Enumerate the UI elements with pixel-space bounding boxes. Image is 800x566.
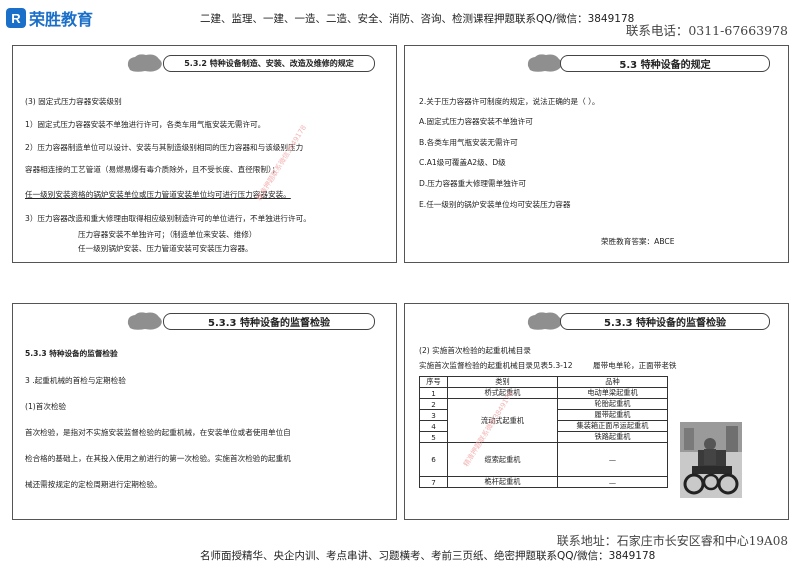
table-row: 7 桅杆起重机 — xyxy=(419,476,668,488)
table-cell: 5 xyxy=(419,431,448,443)
text-line: 压力容器安装不单独许可；（制造单位来安装、维修） xyxy=(78,230,257,239)
decor-blob-icon xyxy=(127,54,162,72)
table-header-cell: 品种 xyxy=(557,376,668,388)
answer-text: 荣胜教育答案：ABCE xyxy=(601,237,675,246)
crane-table: 序号 类别 品种 1 桥式起重机 电动单梁起重机 2 流动式起重机 轮胎起重机 … xyxy=(419,376,668,488)
slide-title: 5.3 特种设备的规定 xyxy=(560,55,770,72)
option-e: E.任一级别的锅炉安装单位均可安装压力容器 xyxy=(419,200,571,209)
tricycle-photo xyxy=(680,422,742,498)
option-c: C.A1级可覆盖A2级、D级 xyxy=(419,158,506,167)
table-row: 6 缆索起重机 — xyxy=(419,442,668,477)
header-banner: 二建、监理、一建、一造、二造、安全、消防、咨询、检测课程押题联系QQ/微信：38… xyxy=(200,13,635,25)
table-cell: 集装箱正面吊运起重机 xyxy=(557,420,668,432)
table-cell: 电动单梁起重机 xyxy=(557,387,668,399)
text-line-underlined: 任一级别安装资格的锅炉安装单位或压力管道安装单位均可进行压力容器安装。 xyxy=(25,190,291,199)
table-header-cell: 序号 xyxy=(419,376,448,388)
text-line: 任一级别锅炉安装、压力管道安装可安装压力容器。 xyxy=(78,244,253,253)
table-cell: 6 xyxy=(419,442,448,477)
table-cell: 1 xyxy=(419,387,448,399)
note-text: 履带电单轮，正面带老铁 xyxy=(593,361,677,370)
text-line: 2）压力容器制造单位可以设计、安装与其制造级别相同的压力容器和与该级别压力 xyxy=(25,143,304,152)
tricycle-illustration-icon xyxy=(680,422,742,498)
table-cell: 4 xyxy=(419,420,448,432)
header-phone: 联系电话：0311-67663978 xyxy=(625,23,788,38)
decor-blob-icon xyxy=(527,312,562,330)
logo-icon: R xyxy=(6,8,26,28)
slide-1: 5.3.2 特种设备制造、安装、改造及维修的规定 (3) 固定式压力容器安装级别… xyxy=(12,45,397,263)
text-line: 3 .起重机械的首检与定期检验 xyxy=(25,376,126,385)
table-cell: 3 xyxy=(419,409,448,421)
table-row: 1 桥式起重机 电动单梁起重机 xyxy=(419,387,668,399)
text-line: 3）压力容器改造和重大修理由取得相应级别制造许可的单位进行，不单独进行许可。 xyxy=(25,214,311,223)
slide-title-bar: 5.3.3 特种设备的监督检验 xyxy=(405,310,788,332)
slide-title-bar: 5.3.3 特种设备的监督检验 xyxy=(13,310,396,332)
slide-title: 5.3.3 特种设备的监督检验 xyxy=(163,313,375,330)
table-cell: 7 xyxy=(419,476,448,488)
table-cell: 2 xyxy=(419,398,448,410)
text-line: 械还需按规定的定检周期进行定期检验。 xyxy=(25,480,162,489)
slide-title-bar: 5.3.2 特种设备制造、安装、改造及维修的规定 xyxy=(13,52,396,74)
table-cell: 轮胎起重机 xyxy=(557,398,668,410)
table-cell: — xyxy=(557,476,668,488)
text-line: (1)首次检验 xyxy=(25,402,67,411)
option-a: A.固定式压力容器安装不单独许可 xyxy=(419,117,533,126)
logo-text: 荣胜教育 xyxy=(29,10,94,29)
table-cell: — xyxy=(557,442,668,477)
slide-2: 5.3 特种设备的规定 2.关于压力容器许可制度的规定，说法正确的是（ ）。 A… xyxy=(404,45,789,263)
table-cell: 履带起重机 xyxy=(557,409,668,421)
question-text: 2.关于压力容器许可制度的规定，说法正确的是（ ）。 xyxy=(419,97,600,106)
text-line: 检合格的基础上，在其投入使用之前进行的第一次检验。实施首次检验的起重机 xyxy=(25,454,291,463)
slide-title-bar: 5.3 特种设备的规定 xyxy=(405,52,788,74)
slide-3: 5.3.3 特种设备的监督检验 5.3.3 特种设备的监督检验 3 .起重机械的… xyxy=(12,303,397,520)
table-header-row: 序号 类别 品种 xyxy=(419,376,668,388)
table-cell: 铁路起重机 xyxy=(557,431,668,443)
text-line: 首次检验，是指对不实施安装监督检验的起重机械，在安装单位或者使用单位自 xyxy=(25,428,291,437)
footer-banner: 名师面授精华、央企内训、考点串讲、习题横考、考前三页纸、绝密押题联系QQ/微信：… xyxy=(200,550,656,562)
table-caption: 实施首次监督检验的起重机械目录见表5.3-12 xyxy=(419,361,573,370)
decor-blob-icon xyxy=(527,54,562,72)
decor-blob-icon xyxy=(127,312,162,330)
slide-title: 5.3.2 特种设备制造、安装、改造及维修的规定 xyxy=(163,55,375,72)
table-cell: 桅杆起重机 xyxy=(447,476,558,488)
text-line: (3) 固定式压力容器安装级别 xyxy=(25,97,122,106)
text-line: 1）固定式压力容器安装不单独进行许可，各类车用气瓶安装无需许可。 xyxy=(25,120,266,129)
option-d: D.压力容器重大修理需单独许可 xyxy=(419,179,526,188)
footer-address: 联系地址：石家庄市长安区睿和中心19A08 xyxy=(556,534,788,548)
table-header-cell: 类别 xyxy=(447,376,558,388)
brand-logo: R 荣胜教育 xyxy=(6,6,93,30)
option-b: B.各类车用气瓶安装无需许可 xyxy=(419,138,518,147)
text-line: 容器相连接的工艺管道（易燃易爆有毒介质除外，且不受长度、直径限制）； xyxy=(25,165,280,174)
section-heading: 5.3.3 特种设备的监督检验 xyxy=(25,349,118,358)
table-row: 2 流动式起重机 轮胎起重机 xyxy=(419,398,668,443)
table-cell: 缆索起重机 xyxy=(447,442,558,477)
slide-title: 5.3.3 特种设备的监督检验 xyxy=(560,313,770,330)
table-cell: 流动式起重机 xyxy=(447,398,558,443)
section-heading: (2) 实施首次检验的起重机械目录 xyxy=(419,346,531,355)
slide-4: 5.3.3 特种设备的监督检验 (2) 实施首次检验的起重机械目录 实施首次监督… xyxy=(404,303,789,520)
